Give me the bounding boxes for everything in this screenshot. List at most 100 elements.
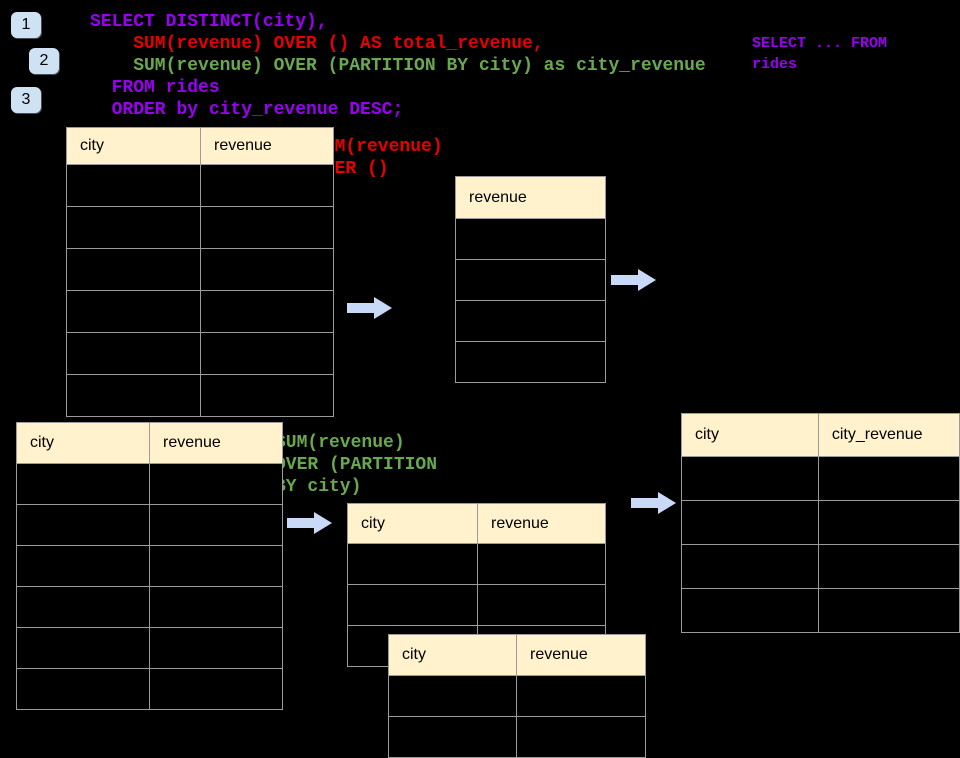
sql-code-line: FROM rides xyxy=(90,78,220,98)
empty-cell xyxy=(681,500,819,545)
side-note-line: rides xyxy=(752,56,798,73)
table-row xyxy=(681,588,960,633)
empty-cell xyxy=(149,586,283,628)
sql-window-function-slide: { "colors": { "purple": "#9900f2", "red"… xyxy=(11,11,960,758)
column-header: city xyxy=(16,422,150,464)
table-row xyxy=(681,456,960,501)
empty-cell xyxy=(16,545,150,587)
arrow-right-icon xyxy=(347,296,393,320)
table-row xyxy=(66,164,334,207)
empty-cell xyxy=(388,716,517,758)
step-badge-3: 3 xyxy=(11,87,41,113)
table-row xyxy=(347,584,606,626)
empty-cell xyxy=(66,374,201,417)
annotation-line: SUM(revenue) xyxy=(313,137,443,157)
empty-cell xyxy=(16,668,150,710)
empty-cell xyxy=(455,300,606,342)
empty-cell xyxy=(681,456,819,501)
table-row xyxy=(66,332,334,375)
empty-cell xyxy=(681,544,819,589)
annotation-line: SUM(revenue) xyxy=(275,433,405,453)
column-header: revenue xyxy=(477,503,606,544)
table-row xyxy=(16,463,283,505)
empty-cell xyxy=(388,675,517,717)
empty-cell xyxy=(681,588,819,633)
table-row xyxy=(16,627,283,669)
table-row xyxy=(66,374,334,417)
empty-cell xyxy=(817,500,960,545)
empty-cell xyxy=(817,456,960,501)
column-header: city_revenue xyxy=(817,413,960,457)
step-badge-2: 2 xyxy=(29,48,59,74)
table-row xyxy=(455,259,606,301)
empty-cell xyxy=(66,164,201,207)
column-header: revenue xyxy=(149,422,283,464)
empty-cell xyxy=(16,586,150,628)
column-header: revenue xyxy=(516,634,646,676)
empty-cell xyxy=(149,545,283,587)
table-row xyxy=(66,248,334,291)
table-row xyxy=(66,290,334,333)
empty-cell xyxy=(16,463,150,505)
empty-cell xyxy=(200,248,334,291)
arrow-right-icon xyxy=(611,268,657,292)
table-row xyxy=(16,668,283,710)
table-row xyxy=(388,716,646,758)
empty-cell xyxy=(200,164,334,207)
sql-code-line: ORDER by city_revenue DESC; xyxy=(90,100,404,120)
empty-cell xyxy=(477,584,606,626)
column-header: city xyxy=(388,634,517,676)
empty-cell xyxy=(455,259,606,301)
column-header: revenue xyxy=(200,127,334,165)
empty-cell xyxy=(149,504,283,546)
table-row xyxy=(16,545,283,587)
step-badge-1: 1 xyxy=(11,12,41,38)
empty-cell xyxy=(455,218,606,260)
empty-cell xyxy=(149,627,283,669)
empty-cell xyxy=(16,504,150,546)
empty-cell xyxy=(149,463,283,505)
empty-cell xyxy=(149,668,283,710)
empty-cell xyxy=(817,588,960,633)
empty-cell xyxy=(66,248,201,291)
table-row xyxy=(347,543,606,585)
table-row xyxy=(16,586,283,628)
empty-cell xyxy=(347,584,478,626)
table-row xyxy=(455,341,606,383)
empty-cell xyxy=(516,716,646,758)
empty-cell xyxy=(200,290,334,333)
table-row xyxy=(681,544,960,589)
empty-cell xyxy=(66,206,201,249)
arrow-right-icon xyxy=(631,491,677,515)
column-header: revenue xyxy=(455,176,606,219)
table-row xyxy=(455,218,606,260)
empty-cell xyxy=(455,341,606,383)
side-note-line: SELECT ... FROM xyxy=(752,35,888,52)
table-row xyxy=(16,504,283,546)
annotation-line: OVER (PARTITION xyxy=(275,455,438,475)
table-row xyxy=(455,300,606,342)
sql-query-code: SELECT DISTINCT(city), SUM(revenue) OVER… xyxy=(90,11,706,121)
empty-cell xyxy=(200,332,334,375)
empty-cell xyxy=(516,675,646,717)
table-row xyxy=(66,206,334,249)
empty-cell xyxy=(66,290,201,333)
table-total-revenue: revenue xyxy=(455,176,606,383)
annotation-sum-over-partition: SUM(revenue) OVER (PARTITION BY city) xyxy=(275,432,437,498)
column-header: city xyxy=(347,503,478,544)
empty-cell xyxy=(66,332,201,375)
empty-cell xyxy=(16,627,150,669)
data-table: revenue xyxy=(455,176,606,383)
empty-cell xyxy=(817,544,960,589)
sql-code-line: SELECT DISTINCT(city), xyxy=(90,12,328,32)
empty-cell xyxy=(347,543,478,585)
annotation-line: BY city) xyxy=(275,477,362,497)
empty-cell xyxy=(477,543,606,585)
